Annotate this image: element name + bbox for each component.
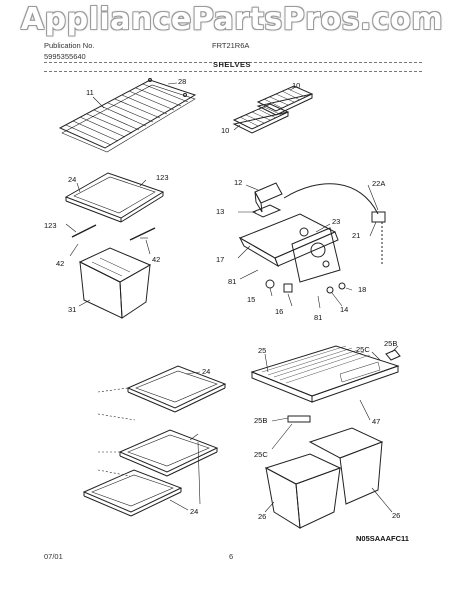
knob-18 (338, 282, 346, 290)
callout-26-right: 26 (392, 511, 400, 520)
callout-12: 12 (234, 178, 242, 187)
light-bulb (265, 279, 275, 289)
leader-lines (65, 82, 399, 513)
callout-42-right: 42 (152, 255, 160, 264)
callout-81-left: 81 (228, 277, 236, 286)
callout-14: 14 (340, 305, 348, 314)
callout-23: 23 (332, 217, 340, 226)
glass-shelves (82, 365, 227, 517)
callout-10-top: 10 (292, 81, 300, 90)
watermark-logo: AppliancePartsPros.com (20, 2, 444, 37)
callout-47: 47 (372, 417, 380, 426)
callout-25b-bottom: 25B (254, 416, 267, 425)
callout-81-right: 81 (314, 313, 322, 322)
callout-25c-bottom: 25C (254, 450, 268, 459)
drawing-code: N05SAAAFC11 (356, 534, 409, 543)
callout-26-left: 26 (258, 512, 266, 521)
callout-25b-top: 25B (384, 339, 397, 348)
callout-28: 28 (178, 77, 186, 86)
clip-25b (385, 349, 401, 361)
callout-18: 18 (358, 285, 366, 294)
callout-25: 25 (258, 346, 266, 355)
callout-31: 31 (68, 305, 76, 314)
callout-22a: 22A (372, 179, 385, 188)
callout-24-cover: 24 (68, 175, 76, 184)
model-number: FRT21R6A (212, 41, 250, 50)
callout-21: 21 (352, 231, 360, 240)
callout-13: 13 (216, 207, 224, 216)
callout-42-left: 42 (56, 259, 64, 268)
crisper-cover-assembly (64, 172, 165, 319)
callout-123-right: 123 (156, 173, 169, 182)
callout-16: 16 (275, 307, 283, 316)
shelf-screw-right (183, 93, 187, 97)
callout-123-left: 123 (44, 221, 57, 230)
callout-15: 15 (247, 295, 255, 304)
callout-10-bottom: 10 (221, 126, 229, 135)
wire-shelf (58, 78, 197, 153)
footer-date: 07/01 (44, 552, 63, 561)
knob-14 (326, 286, 334, 294)
callout-labels: 11 28 10 10 24 123 123 42 42 31 12 22A 1… (44, 77, 400, 521)
header-divider-bottom (44, 71, 422, 72)
control-assembly (238, 182, 386, 294)
publication-number: 5995355640 (44, 52, 86, 61)
divider-clip (287, 415, 311, 423)
shelf-screw-left (148, 78, 152, 82)
publication-label: Publication No. (44, 41, 95, 50)
page-number: 6 (229, 552, 234, 561)
callout-25c-top: 25C (356, 345, 370, 354)
section-title: SHELVES (213, 60, 251, 69)
ice-cube-trays (232, 85, 314, 134)
callout-11: 11 (86, 88, 94, 97)
light-socket (283, 283, 293, 293)
crisper-pan-assembly (250, 345, 401, 529)
callout-17: 17 (216, 255, 224, 264)
callout-24-glass-top: 24 (202, 367, 210, 376)
callout-24-glass-bottom: 24 (190, 507, 198, 516)
header-divider-top (44, 62, 422, 63)
